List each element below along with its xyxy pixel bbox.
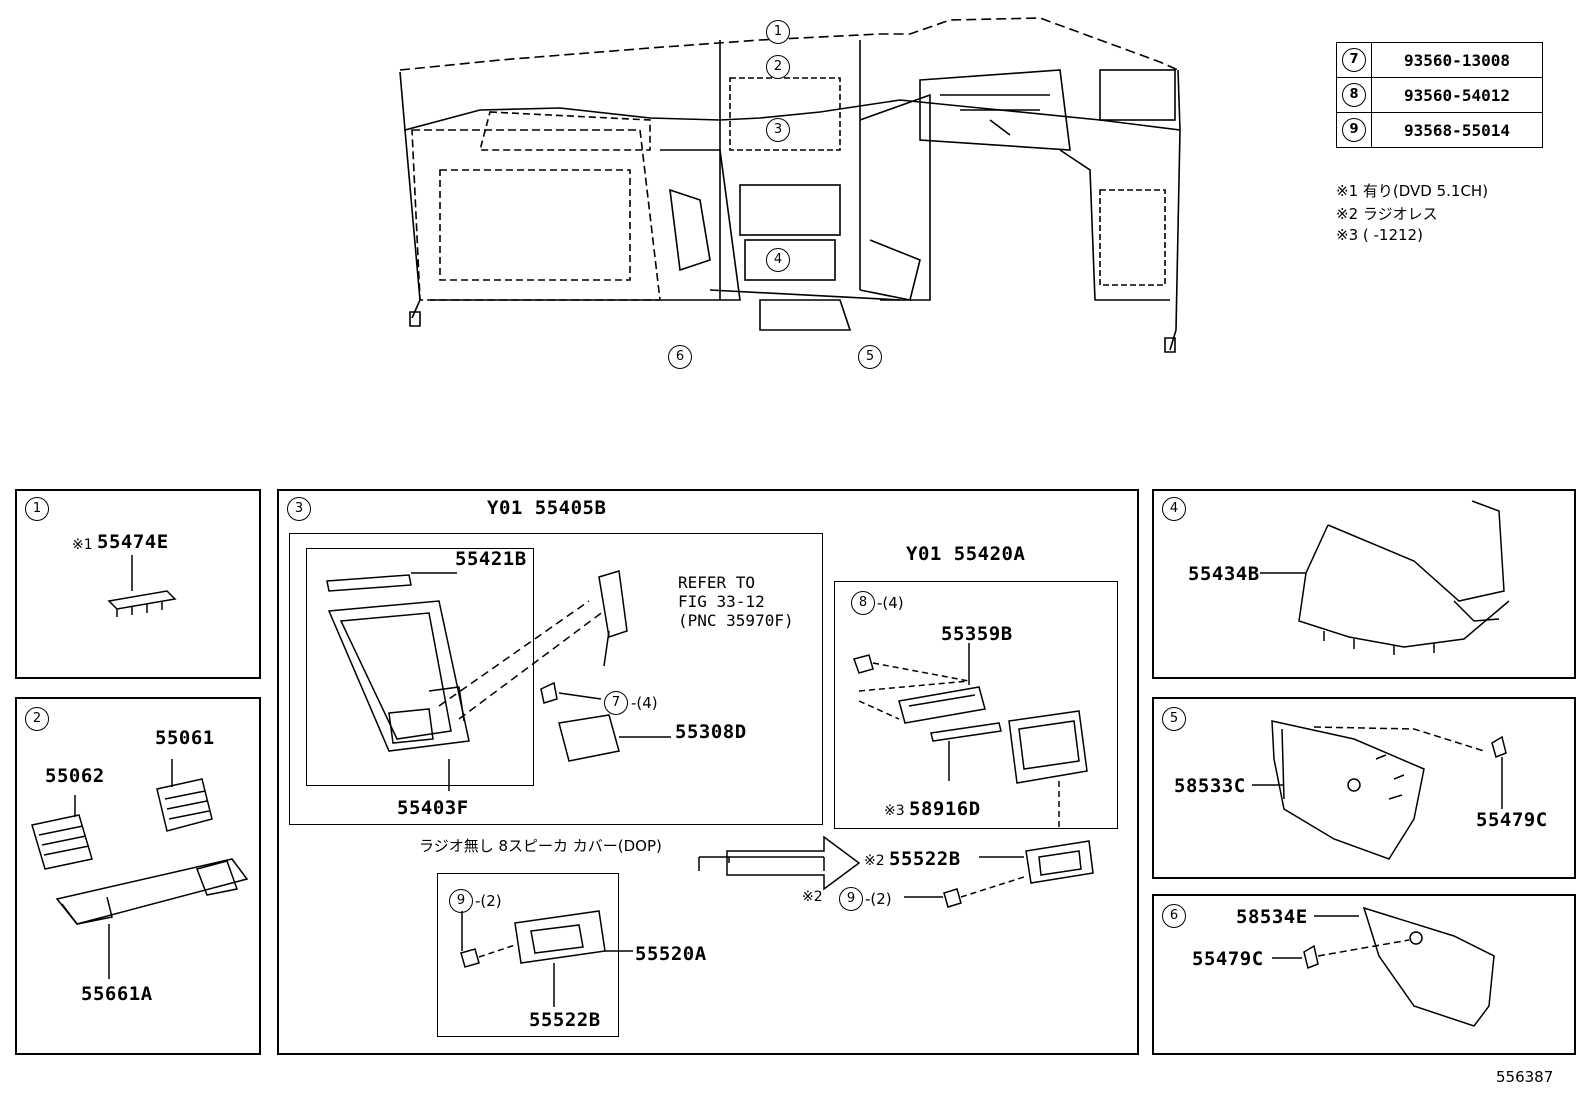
callout-6: 6 — [668, 345, 692, 369]
part-label: 55359B — [941, 623, 1013, 645]
speaker-cover-drawing — [460, 840, 1094, 1007]
fastener-part-table: 7 93560-13008 8 93560-54012 9 93568-5501… — [1336, 42, 1543, 148]
fastener-qty: -(2) — [865, 890, 892, 908]
part-58533c-drawing — [1252, 720, 1507, 860]
refer-to-line-2: FIG 33-12 — [678, 592, 765, 611]
callout-3: 3 — [766, 118, 790, 142]
part-label: 58533C — [1174, 775, 1246, 797]
dop-box — [437, 873, 619, 1037]
part-58534e-drawing — [1272, 906, 1495, 1027]
radio-bracket-drawing — [853, 643, 1088, 831]
refer-to-line-1: REFER TO — [678, 573, 756, 592]
table-row: 9 93568-55014 — [1336, 112, 1543, 148]
vent-parts-drawing — [31, 759, 249, 979]
panel-ref: 3 — [287, 497, 311, 521]
note-3: ※3 ( -1212) — [1336, 226, 1423, 244]
panel-6: 6 58534E 55479C — [1152, 894, 1576, 1055]
dop-label: ラジオ無し 8スピーカ カバー(DOP) — [419, 837, 662, 855]
part-label: 55474E — [97, 531, 169, 553]
ref-circle: 8 — [1342, 83, 1366, 107]
panel-5: 5 58533C 55479C — [1152, 697, 1576, 879]
part-label: 55661A — [81, 983, 153, 1005]
part-label: 55479C — [1476, 809, 1548, 831]
table-row: 7 93560-13008 — [1336, 42, 1543, 78]
assy-label-right: Y01 55420A — [906, 543, 1026, 565]
panel-1: 1 ※1 55474E — [15, 489, 261, 679]
part-label: 55522B — [889, 848, 961, 870]
fastener-qty: -(4) — [631, 694, 658, 712]
part-label: 55479C — [1192, 948, 1264, 970]
fastener-qty: -(4) — [877, 594, 904, 612]
part-label: 55061 — [155, 727, 215, 749]
part-label: 58916D — [909, 798, 981, 820]
panel-ref: 4 — [1162, 497, 1186, 521]
part-55474e-drawing — [107, 555, 177, 617]
note-2: ※2 ラジオレス — [1336, 205, 1438, 223]
refer-to-line-3: (PNC 35970F) — [678, 611, 794, 630]
mark-3: ※3 — [884, 803, 905, 819]
callout-2: 2 — [766, 55, 790, 79]
part-label: 55520A — [635, 943, 707, 965]
assy-box-right — [834, 581, 1118, 829]
note-1: ※1 有り(DVD 5.1CH) — [1336, 182, 1489, 200]
ref-circle: 9 — [1342, 118, 1366, 142]
part-label: 55434B — [1188, 563, 1260, 585]
diagram-id: 556387 — [1496, 1068, 1554, 1086]
panel-2: 2 55061 55062 55661A — [15, 697, 261, 1055]
panel-ref: 1 — [25, 497, 49, 521]
assy-label-left: Y01 55405B — [487, 497, 607, 519]
panel-3: 3 Y01 55405B 55421B 55403F 55308D REFER … — [277, 489, 1139, 1055]
fastener-ref-7: 7 — [604, 691, 628, 715]
ref-circle: 7 — [1342, 48, 1366, 72]
part-label: 58534E — [1236, 906, 1308, 928]
fastener-ref-9: 9 — [449, 889, 473, 913]
fastener-qty: -(2) — [475, 892, 502, 910]
callout-5: 5 — [858, 345, 882, 369]
panel-ref: 6 — [1162, 904, 1186, 928]
sub-assy-box — [306, 548, 534, 786]
panel-ref: 5 — [1162, 707, 1186, 731]
part-label: 55421B — [455, 548, 527, 570]
assy-box-left — [289, 533, 823, 825]
part-number: 93560-54012 — [1371, 77, 1543, 113]
part-label: 55308D — [675, 721, 747, 743]
part-number: 93568-55014 — [1371, 112, 1543, 148]
part-label: 55062 — [45, 765, 105, 787]
callout-4: 4 — [766, 248, 790, 272]
part-label: 55522B — [529, 1009, 601, 1031]
callout-1: 1 — [766, 20, 790, 44]
part-number: 93560-13008 — [1371, 42, 1543, 78]
fastener-ref-8: 8 — [851, 591, 875, 615]
part-55434b-drawing — [1260, 500, 1510, 655]
panel-4: 4 55434B — [1152, 489, 1576, 679]
panel-ref: 2 — [25, 707, 49, 731]
fastener-ref-9: 9 — [839, 887, 863, 911]
table-row: 8 93560-54012 — [1336, 77, 1543, 113]
part-label: 55403F — [397, 797, 469, 819]
mark-2: ※2 — [802, 889, 823, 905]
mark-1: ※1 — [72, 537, 93, 553]
center-panel-drawing — [326, 570, 861, 891]
mark-2: ※2 — [864, 853, 885, 869]
